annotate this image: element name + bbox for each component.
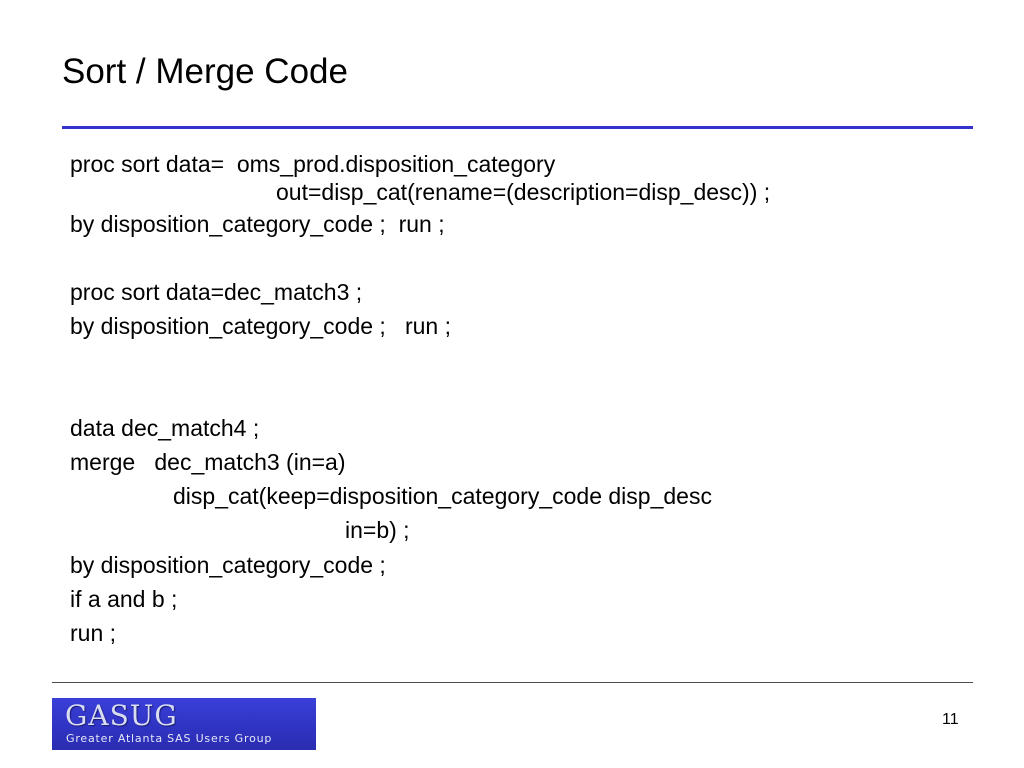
code-line: by disposition_category_code ; run ; xyxy=(70,211,445,237)
code-line: merge dec_match3 (in=a) xyxy=(70,449,346,475)
code-line: run ; xyxy=(70,620,117,646)
code-line: in=b) ; xyxy=(345,517,410,543)
code-line: proc sort data= oms_prod.disposition_cat… xyxy=(70,151,556,177)
code-line: data dec_match4 ; xyxy=(70,415,260,441)
title-divider xyxy=(62,126,973,129)
code-line: if a and b ; xyxy=(70,586,178,612)
code-line: proc sort data=dec_match3 ; xyxy=(70,279,363,305)
code-line: disp_cat(keep=disposition_category_code … xyxy=(173,483,712,509)
logo-wordmark: GASUG xyxy=(65,699,178,732)
logo-subtitle: Greater Atlanta SAS Users Group xyxy=(66,732,273,745)
code-line: by disposition_category_code ; run ; xyxy=(70,313,452,339)
page-number: 11 xyxy=(942,711,959,728)
slide-title: Sort / Merge Code xyxy=(62,52,348,91)
footer-divider xyxy=(52,682,973,683)
code-line: out=disp_cat(rename=(description=disp_de… xyxy=(276,179,771,205)
gasug-logo: GASUG Greater Atlanta SAS Users Group xyxy=(52,698,316,750)
code-line: by disposition_category_code ; xyxy=(70,552,386,578)
